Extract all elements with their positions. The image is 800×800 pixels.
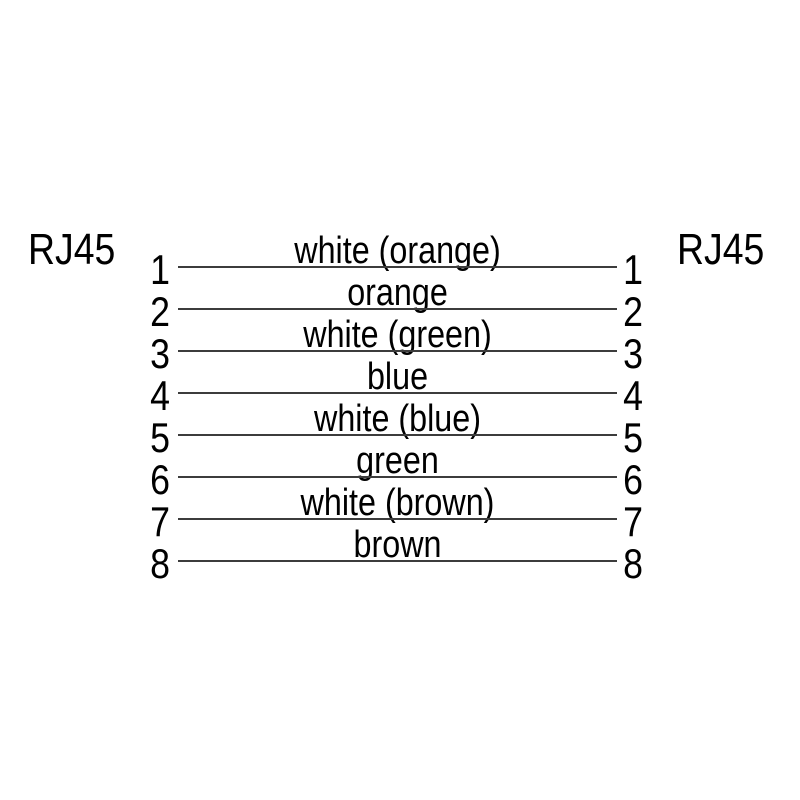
wire-row: 6 green 6 <box>0 436 800 503</box>
pin-number-left: 6 <box>150 456 170 503</box>
pin-number-right: 4 <box>623 372 643 419</box>
pin-number-right: 3 <box>623 330 643 377</box>
wire-color-label: white (green) <box>303 314 492 356</box>
wire-color-label: blue <box>366 356 429 398</box>
pin-number-left: 1 <box>150 246 170 293</box>
wire-color-label: white (blue) <box>314 398 481 440</box>
pin-number-right: 7 <box>623 498 643 545</box>
wire-color-label: green <box>356 440 439 482</box>
pin-number-left: 5 <box>150 414 170 461</box>
connector-label-left: RJ45 <box>28 225 116 274</box>
pin-number-right: 5 <box>623 414 643 461</box>
pin-number-left: 3 <box>150 330 170 377</box>
wire-line <box>178 434 617 436</box>
wire-row: 7 white (brown) 7 <box>0 478 800 545</box>
wire-line <box>178 560 617 562</box>
wire-line <box>178 308 617 310</box>
pin-number-right: 8 <box>623 540 643 587</box>
wire-row: 1 white (orange) 1 <box>0 226 800 293</box>
pin-number-right: 1 <box>623 246 643 293</box>
wire-row: 8 brown 8 <box>0 520 800 587</box>
wire-row: 3 white (green) 3 <box>0 310 800 377</box>
pin-number-left: 4 <box>150 372 170 419</box>
wire-line <box>178 350 617 352</box>
pin-number-left: 2 <box>150 288 170 335</box>
wire-line <box>178 476 617 478</box>
wire-color-label: brown <box>353 524 442 566</box>
wire-color-label: white (orange) <box>294 230 501 272</box>
wire-color-label: orange <box>347 272 448 314</box>
wire-color-label: white (brown) <box>300 482 495 524</box>
wire-row: 5 white (blue) 5 <box>0 394 800 461</box>
wire-line <box>178 518 617 520</box>
wire-line <box>178 266 617 268</box>
pin-number-right: 2 <box>623 288 643 335</box>
connector-label-right: RJ45 <box>677 225 765 274</box>
pin-number-right: 6 <box>623 456 643 503</box>
wire-row: 4 blue 4 <box>0 352 800 419</box>
pin-number-left: 8 <box>150 540 170 587</box>
wire-row: 2 orange 2 <box>0 268 800 335</box>
wire-line <box>178 392 617 394</box>
pin-number-left: 7 <box>150 498 170 545</box>
